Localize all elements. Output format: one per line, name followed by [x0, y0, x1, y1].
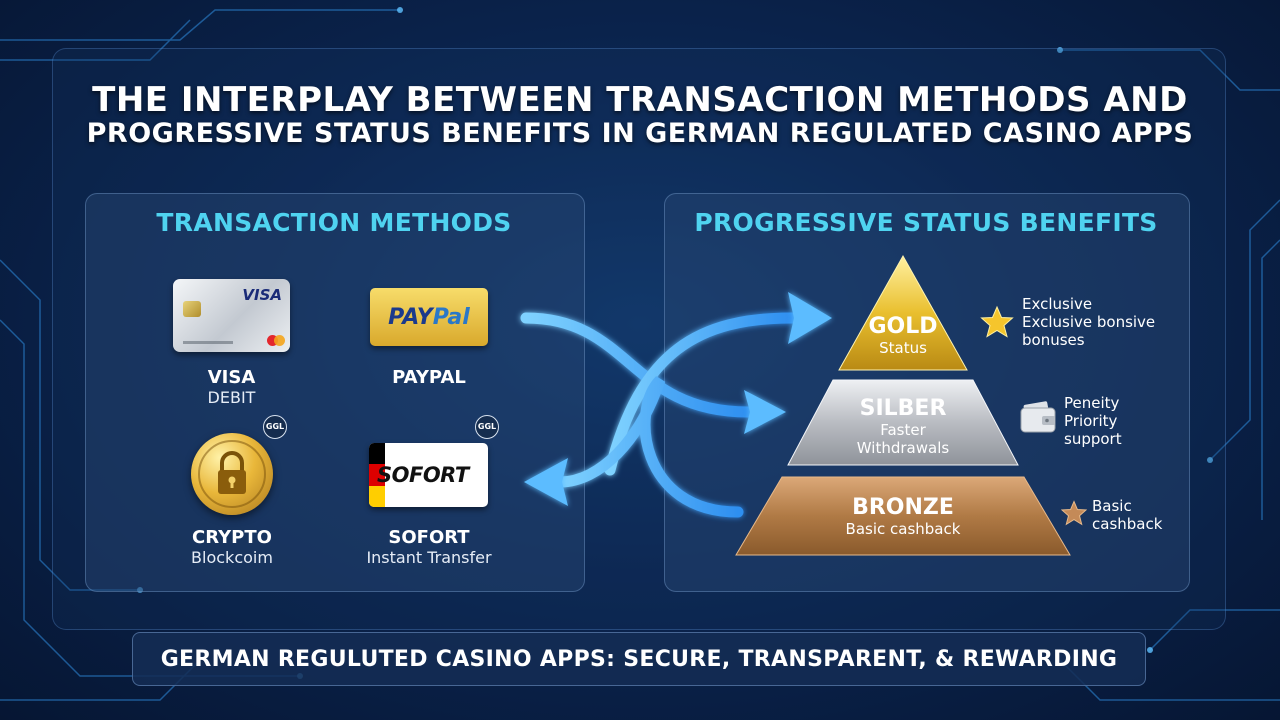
- arrow-to-gold: [604, 312, 798, 476]
- tier-bronze-name: BRONZE: [852, 495, 954, 520]
- tier-silver-desc-2: Withdrawals: [856, 439, 950, 457]
- tier-silver-label: SILBER Faster Withdrawals: [820, 396, 986, 457]
- tier-silver-name: SILBER: [859, 396, 947, 421]
- credit-card-icon: VISA: [173, 279, 290, 352]
- ggl-badge-sofort: GGL: [475, 415, 499, 439]
- sofort-logo: SOFORT: [369, 443, 488, 507]
- benefit-gold-line2: Exclusive bonsive: [1022, 313, 1156, 331]
- arrowhead-silver: [744, 390, 786, 434]
- method-crypto-sub: Blockcoim: [191, 548, 273, 567]
- benefit-silver-line2: Priority: [1064, 412, 1118, 430]
- wallet-icon: [1020, 401, 1056, 433]
- tier-gold-desc: Status: [879, 339, 927, 357]
- tier-gold-shape: [838, 254, 968, 371]
- padlock-coin-icon: [191, 433, 273, 515]
- method-paypal-label: PAYPAL: [370, 368, 488, 388]
- method-sofort-sub: Instant Transfer: [366, 548, 492, 567]
- method-visa-label: VISA DEBIT: [173, 368, 290, 408]
- method-paypal-name: PAYPAL: [392, 367, 466, 388]
- tier-silver-shape: [787, 379, 1019, 466]
- benefit-bronze-line2: cashback: [1092, 515, 1163, 533]
- page-title-line1: THE INTERPLAY BETWEEN TRANSACTION METHOD…: [92, 80, 1188, 120]
- arrow-to-left: [554, 376, 744, 518]
- arrow-to-silver: [520, 312, 754, 418]
- benefit-gold-line3: bonuses: [1022, 331, 1085, 349]
- tier-gold-name: GOLD: [868, 314, 938, 339]
- method-crypto-name: CRYPTO: [192, 527, 272, 548]
- benefit-silver: Peneity Priority support: [1064, 394, 1122, 448]
- ggl-badge-crypto: GGL: [263, 415, 287, 439]
- method-sofort-label: SOFORT Instant Transfer: [350, 528, 508, 568]
- transaction-methods-title: TRANSACTION METHODS: [156, 208, 512, 237]
- method-visa-sub: DEBIT: [207, 388, 256, 407]
- benefit-gold-line1: Exclusive: [1022, 295, 1093, 313]
- tier-bronze-desc: Basic cashback: [845, 520, 961, 538]
- footer-banner: GERMAN REGULUTED CASINO APPS: SECURE, TR…: [132, 632, 1146, 686]
- arrowhead-left: [524, 458, 568, 506]
- arrowhead-gold: [788, 292, 832, 344]
- benefit-bronze-line1: Basic: [1092, 497, 1132, 515]
- benefit-silver-line3: support: [1064, 430, 1122, 448]
- page-title-line2: PROGRESSIVE STATUS BENEFITS IN GERMAN RE…: [86, 118, 1194, 149]
- tier-gold-label: GOLD Status: [839, 314, 967, 357]
- benefit-bronze: Basic cashback: [1092, 497, 1162, 533]
- tier-bronze-label: BRONZE Basic cashback: [790, 495, 1016, 538]
- method-crypto-label: CRYPTO Blockcoim: [166, 528, 298, 568]
- benefit-gold: Exclusive Exclusive bonsive bonuses: [1022, 295, 1155, 349]
- status-benefits-title: PROGRESSIVE STATUS BENEFITS: [694, 208, 1158, 237]
- benefit-silver-line1: Peneity: [1064, 394, 1120, 412]
- star-icon: [980, 305, 1014, 338]
- tier-silver-desc-1: Faster: [880, 421, 926, 439]
- transaction-methods-panel: [85, 193, 585, 592]
- tier-bronze-shape: [735, 476, 1071, 556]
- method-sofort-name: SOFORT: [388, 527, 470, 548]
- method-visa-name: VISA: [207, 367, 256, 388]
- star-icon: [1061, 500, 1087, 526]
